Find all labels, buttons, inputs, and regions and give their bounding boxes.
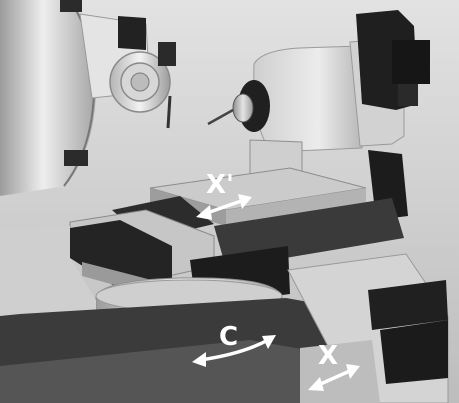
x-axis-label: X [318,341,338,371]
c-axis-label: C [219,322,238,352]
c-axis-arrow [192,335,276,367]
machine-base [0,226,449,403]
x-prime-axis-label: X' [206,170,234,200]
work-head [207,10,430,153]
x-axis-arrow [308,364,360,391]
x-prime-axis-arrow [196,194,252,220]
tool-holder [79,13,176,129]
